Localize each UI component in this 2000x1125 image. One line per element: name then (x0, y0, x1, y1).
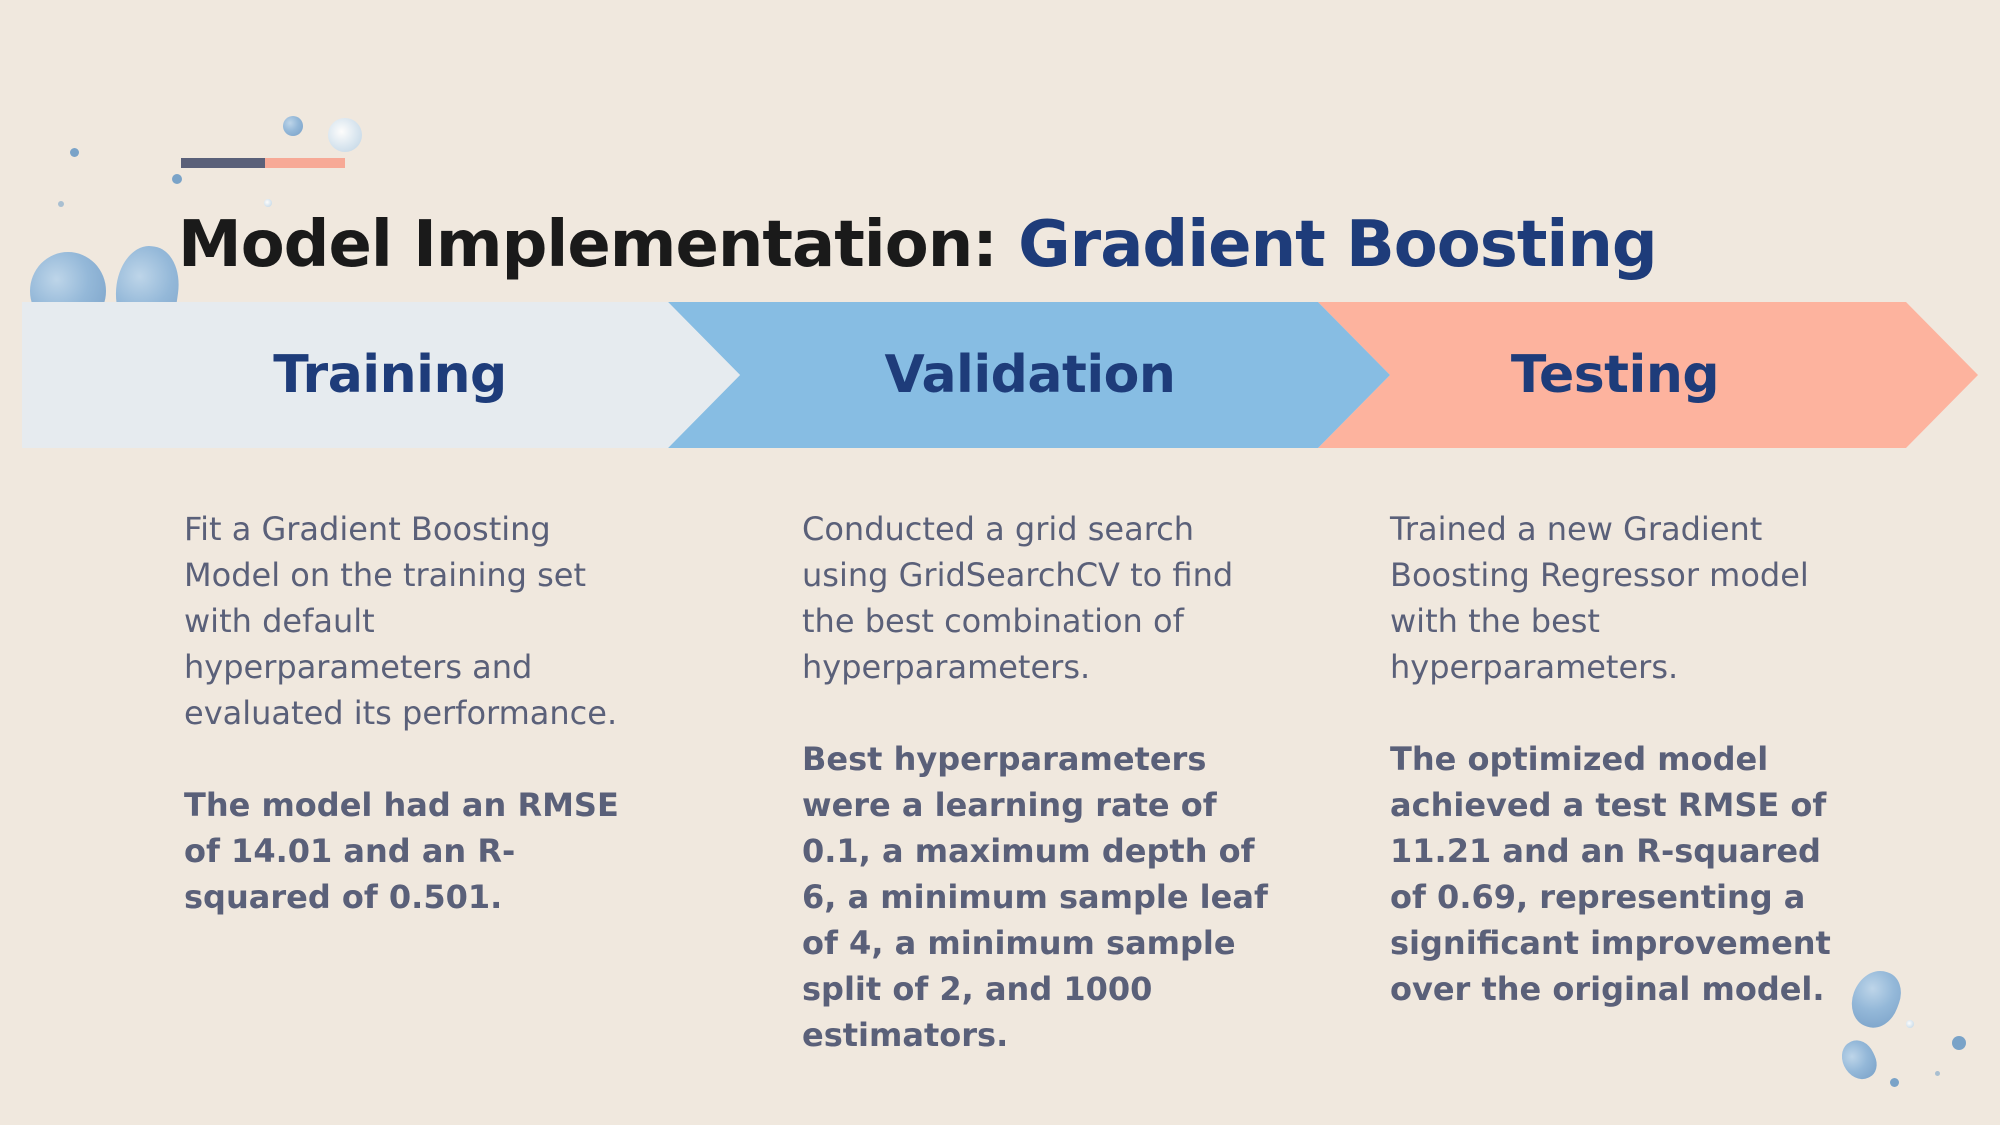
title-highlight: Gradient Boosting (1018, 208, 1658, 282)
page-title: Model Implementation: Gradient Boosting (178, 205, 1658, 285)
decorative-dot (1890, 1078, 1899, 1087)
decorative-dot (1952, 1036, 1966, 1050)
testing-result: The optimized model achieved a test RMSE… (1390, 740, 1831, 1008)
accent-line-dark (181, 158, 265, 168)
decorative-bubble (283, 116, 303, 136)
training-result: The model had an RMSE of 14.01 and an R-… (184, 786, 619, 916)
validation-description: Conducted a grid search using GridSearch… (802, 510, 1234, 686)
decorative-dot (70, 148, 79, 157)
stage-shape-validation (668, 302, 1390, 448)
testing-description: Trained a new Gradient Boosting Regresso… (1390, 510, 1809, 686)
decorative-dot (58, 201, 64, 207)
accent-line-peach (265, 158, 345, 168)
testing-column: Trained a new Gradient Boosting Regresso… (1390, 506, 1850, 1058)
stage-shape-testing (1318, 302, 1978, 448)
decorative-dot (1906, 1020, 1914, 1028)
validation-result: Best hyperparameters were a learning rat… (802, 740, 1268, 1054)
decorative-bubble (328, 118, 362, 152)
decorative-dot (1935, 1071, 1940, 1076)
stage-label-validation: Validation (884, 345, 1176, 405)
training-description: Fit a Gradient Boosting Model on the tra… (184, 510, 618, 732)
stage-label-training: Training (273, 345, 507, 405)
title-prefix: Model Implementation: (178, 208, 1019, 282)
process-arrow-band (0, 302, 2000, 448)
decorative-dot (172, 174, 182, 184)
stage-label-testing: Testing (1510, 345, 1720, 405)
training-column: Fit a Gradient Boosting Model on the tra… (184, 506, 654, 966)
decorative-bubble (1844, 963, 1908, 1035)
validation-column: Conducted a grid search using GridSearch… (802, 506, 1272, 1104)
stage-shape-training (22, 302, 740, 448)
decorative-dot (264, 199, 272, 207)
